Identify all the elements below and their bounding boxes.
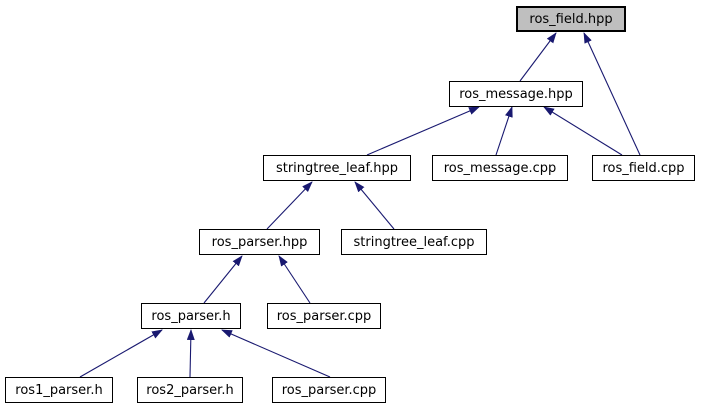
edge-ros_parser_h-to-ros_parser_hpp — [203, 255, 243, 304]
edge-ros_parser_hpp-to-stringtree_leaf_hpp — [266, 181, 313, 230]
edge-ros_field_cpp-to-ros_message_hpp — [543, 106, 623, 156]
edge-ros1_parser_h-to-ros_parser_h — [79, 329, 163, 378]
node-ros2-parser-h[interactable]: ros2_parser.h — [137, 377, 243, 403]
edge-ros_parser_cpp_bot-to-ros_parser_h — [221, 329, 331, 378]
edge-ros_message_cpp-to-ros_message_hpp — [495, 106, 513, 156]
edge-ros_field_cpp-to-ros_field_hpp — [583, 32, 641, 156]
node-ros-parser-cpp-mid[interactable]: ros_parser.cpp — [267, 303, 381, 329]
edge-ros_message_hpp-to-ros_field_hpp — [519, 32, 557, 82]
node-ros-field-hpp[interactable]: ros_field.hpp — [516, 6, 626, 32]
edge-ros_parser_cpp_mid-to-ros_parser_hpp — [278, 255, 311, 304]
edge-stringtree_leaf_hpp-to-ros_message_hpp — [366, 106, 480, 156]
node-stringtree-leaf-hpp[interactable]: stringtree_leaf.hpp — [263, 155, 411, 181]
node-stringtree-leaf-cpp[interactable]: stringtree_leaf.cpp — [341, 229, 487, 255]
node-ros-parser-hpp[interactable]: ros_parser.hpp — [199, 229, 320, 255]
node-ros-parser-cpp-bot[interactable]: ros_parser.cpp — [272, 377, 386, 403]
node-ros-message-cpp[interactable]: ros_message.cpp — [432, 155, 568, 181]
edge-stringtree_leaf_cpp-to-stringtree_leaf_hpp — [354, 181, 395, 230]
edge-ros2_parser_h-to-ros_parser_h — [186, 329, 195, 378]
node-ros-message-hpp[interactable]: ros_message.hpp — [449, 81, 583, 107]
node-ros-parser-h[interactable]: ros_parser.h — [141, 303, 241, 329]
node-ros1-parser-h[interactable]: ros1_parser.h — [5, 377, 113, 403]
node-ros-field-cpp[interactable]: ros_field.cpp — [592, 155, 695, 181]
